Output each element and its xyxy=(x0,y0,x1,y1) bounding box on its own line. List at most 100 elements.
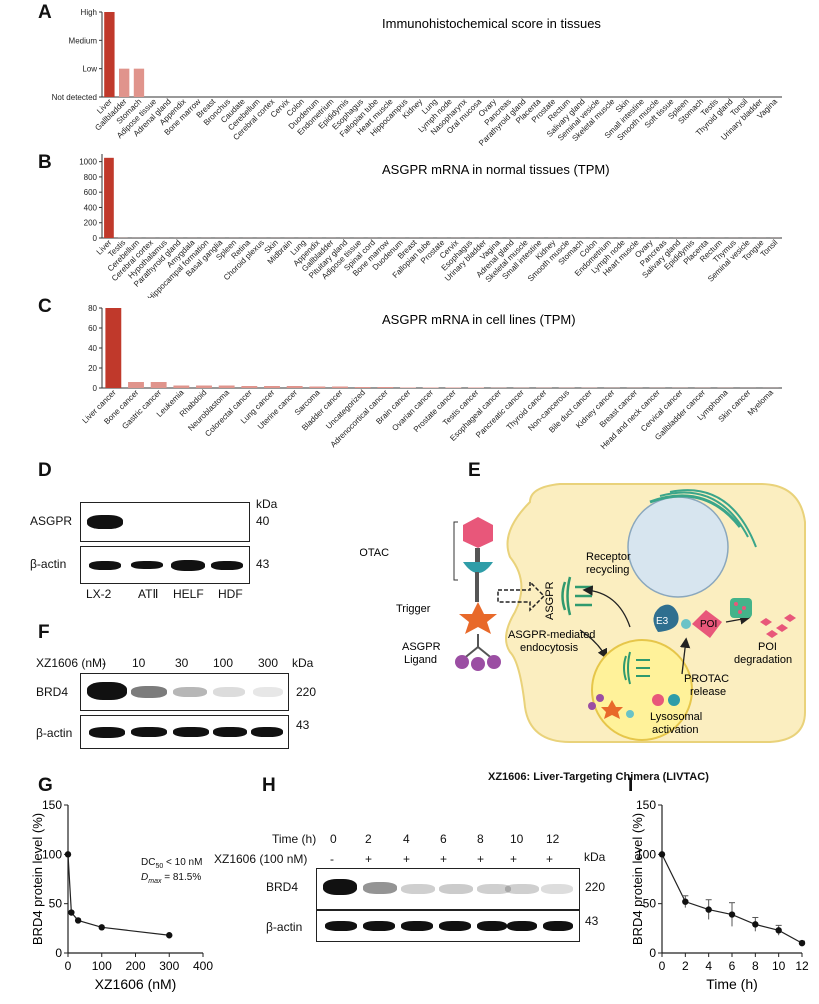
band xyxy=(253,687,283,697)
x-tick-label: 0 xyxy=(659,959,666,973)
x-tick-label: Myeloma xyxy=(746,388,776,418)
label-poi-deg-2: degradation xyxy=(734,654,792,666)
x-tick-label: 6 xyxy=(729,959,736,973)
band xyxy=(131,686,167,698)
band xyxy=(401,921,433,931)
bar xyxy=(377,387,394,388)
y-tick-label: Medium xyxy=(69,36,98,45)
asgpr-receptor xyxy=(561,576,592,616)
y-tick-label: Not detected xyxy=(52,93,97,102)
panel-label-a: A xyxy=(38,2,52,23)
label-ligand-1: ASGPR xyxy=(402,641,441,653)
y-tick-label: 80 xyxy=(88,304,97,313)
blot-f-row-label-brd4: BRD4 xyxy=(36,685,69,699)
data-point xyxy=(64,851,72,858)
bar xyxy=(104,157,114,238)
bar xyxy=(128,382,144,388)
y-tick-label: 0 xyxy=(93,234,98,243)
y-tick-label: 100 xyxy=(42,847,62,861)
label-protac: PROTAC xyxy=(360,547,389,559)
x-tick-label: 4 xyxy=(705,959,712,973)
data-point xyxy=(658,851,666,858)
band xyxy=(213,727,247,737)
band xyxy=(477,921,507,931)
blot-d-row-label-asgpr: ASGPR xyxy=(30,514,73,528)
chart-title: ASGPR mRNA in cell lines (TPM) xyxy=(382,312,576,327)
blot-f-kda: kDa xyxy=(292,656,314,670)
data-point xyxy=(752,921,759,928)
data-point xyxy=(98,924,105,931)
panel-label-f: F xyxy=(38,622,50,643)
y-tick-label: 400 xyxy=(84,203,98,212)
blot-d-lane-label: LX-2 xyxy=(86,587,112,601)
y-tick-label: 20 xyxy=(88,364,97,373)
blot-h-drug-mark: + xyxy=(440,852,448,866)
blot-d-kda: kDa xyxy=(256,497,278,511)
blot-h-row-label-brd4: BRD4 xyxy=(266,880,299,894)
blot-d-lane-label: ATⅡ xyxy=(138,587,159,601)
blot-h-time-label: 12 xyxy=(546,832,560,846)
nucleus xyxy=(627,489,757,598)
bar xyxy=(354,387,371,388)
bar xyxy=(105,308,122,388)
blot-h-drug-mark: - xyxy=(330,852,334,866)
data-point xyxy=(705,906,712,913)
y-tick-label: 0 xyxy=(649,946,656,960)
y-tick-label: 100 xyxy=(636,847,656,861)
band xyxy=(131,561,163,569)
blot-h-drug-mark: + xyxy=(477,852,485,866)
livtac-schematic: PROTAC Trigger ASGPR Ligand ASGPR Recept… xyxy=(360,483,806,743)
y-axis-label: BRD4 protein level (%) xyxy=(630,813,645,945)
bar-chart-normal-tissue-mrna: ASGPR mRNA in normal tissues (TPM)020040… xyxy=(79,154,782,298)
band xyxy=(87,515,123,529)
blot-h-drug-mark: + xyxy=(546,852,554,866)
label-e3: E3 xyxy=(656,616,669,627)
band xyxy=(89,727,125,738)
endocytosis-arrow xyxy=(579,629,608,660)
bar xyxy=(150,382,167,388)
label-endocytosis-2: endocytosis xyxy=(520,642,579,654)
band xyxy=(171,560,205,571)
x-tick-label: 12 xyxy=(795,959,809,973)
peptide-fragments xyxy=(760,614,796,638)
label-lysosomal-2: activation xyxy=(652,724,698,736)
caption-name: Liver-Targeting Chimera (LIVTAC) xyxy=(533,771,709,783)
y-tick-label: 60 xyxy=(88,324,97,333)
blot-h-drug-mark: + xyxy=(365,852,373,866)
label-receptor-1: Receptor xyxy=(586,551,631,563)
label-poi-deg-1: POI xyxy=(758,641,777,653)
label-asgpr: ASGPR xyxy=(544,581,556,620)
bar xyxy=(104,12,115,97)
blot-h-kda-brd4: 220 xyxy=(585,880,606,894)
bar xyxy=(119,68,130,97)
band xyxy=(325,921,357,931)
label-receptor-2: recycling xyxy=(586,564,629,576)
blot-f-lane-label: - xyxy=(102,656,106,670)
y-tick-label: 150 xyxy=(42,798,62,812)
blot-h-time-label: 8 xyxy=(477,832,484,846)
blot-h-drug-mark: + xyxy=(403,852,411,866)
proteasome xyxy=(730,598,752,618)
x-tick-label: 100 xyxy=(92,959,112,973)
blot-f-lane-label: 300 xyxy=(258,656,279,670)
y-axis-label: BRD4 protein level (%) xyxy=(30,813,45,945)
band xyxy=(173,687,207,697)
data-point xyxy=(68,909,75,916)
band xyxy=(363,921,395,931)
blot-f-lane-label: 100 xyxy=(213,656,234,670)
bar xyxy=(445,387,462,388)
panel-label-d: D xyxy=(38,460,52,481)
panel-label-h: H xyxy=(262,775,276,796)
data-point xyxy=(74,917,82,924)
label-trigger: Trigger xyxy=(396,603,431,615)
band xyxy=(439,884,473,894)
x-tick-label: 0 xyxy=(65,959,72,973)
panel-label-g: G xyxy=(38,775,53,796)
ternary-complex xyxy=(653,604,722,638)
band xyxy=(323,879,357,895)
protac-molecule xyxy=(455,517,501,671)
x-tick-label: 8 xyxy=(752,959,759,973)
x-tick-label: 300 xyxy=(159,959,179,973)
band xyxy=(89,561,121,570)
blot-f-lane-label: 30 xyxy=(175,656,189,670)
